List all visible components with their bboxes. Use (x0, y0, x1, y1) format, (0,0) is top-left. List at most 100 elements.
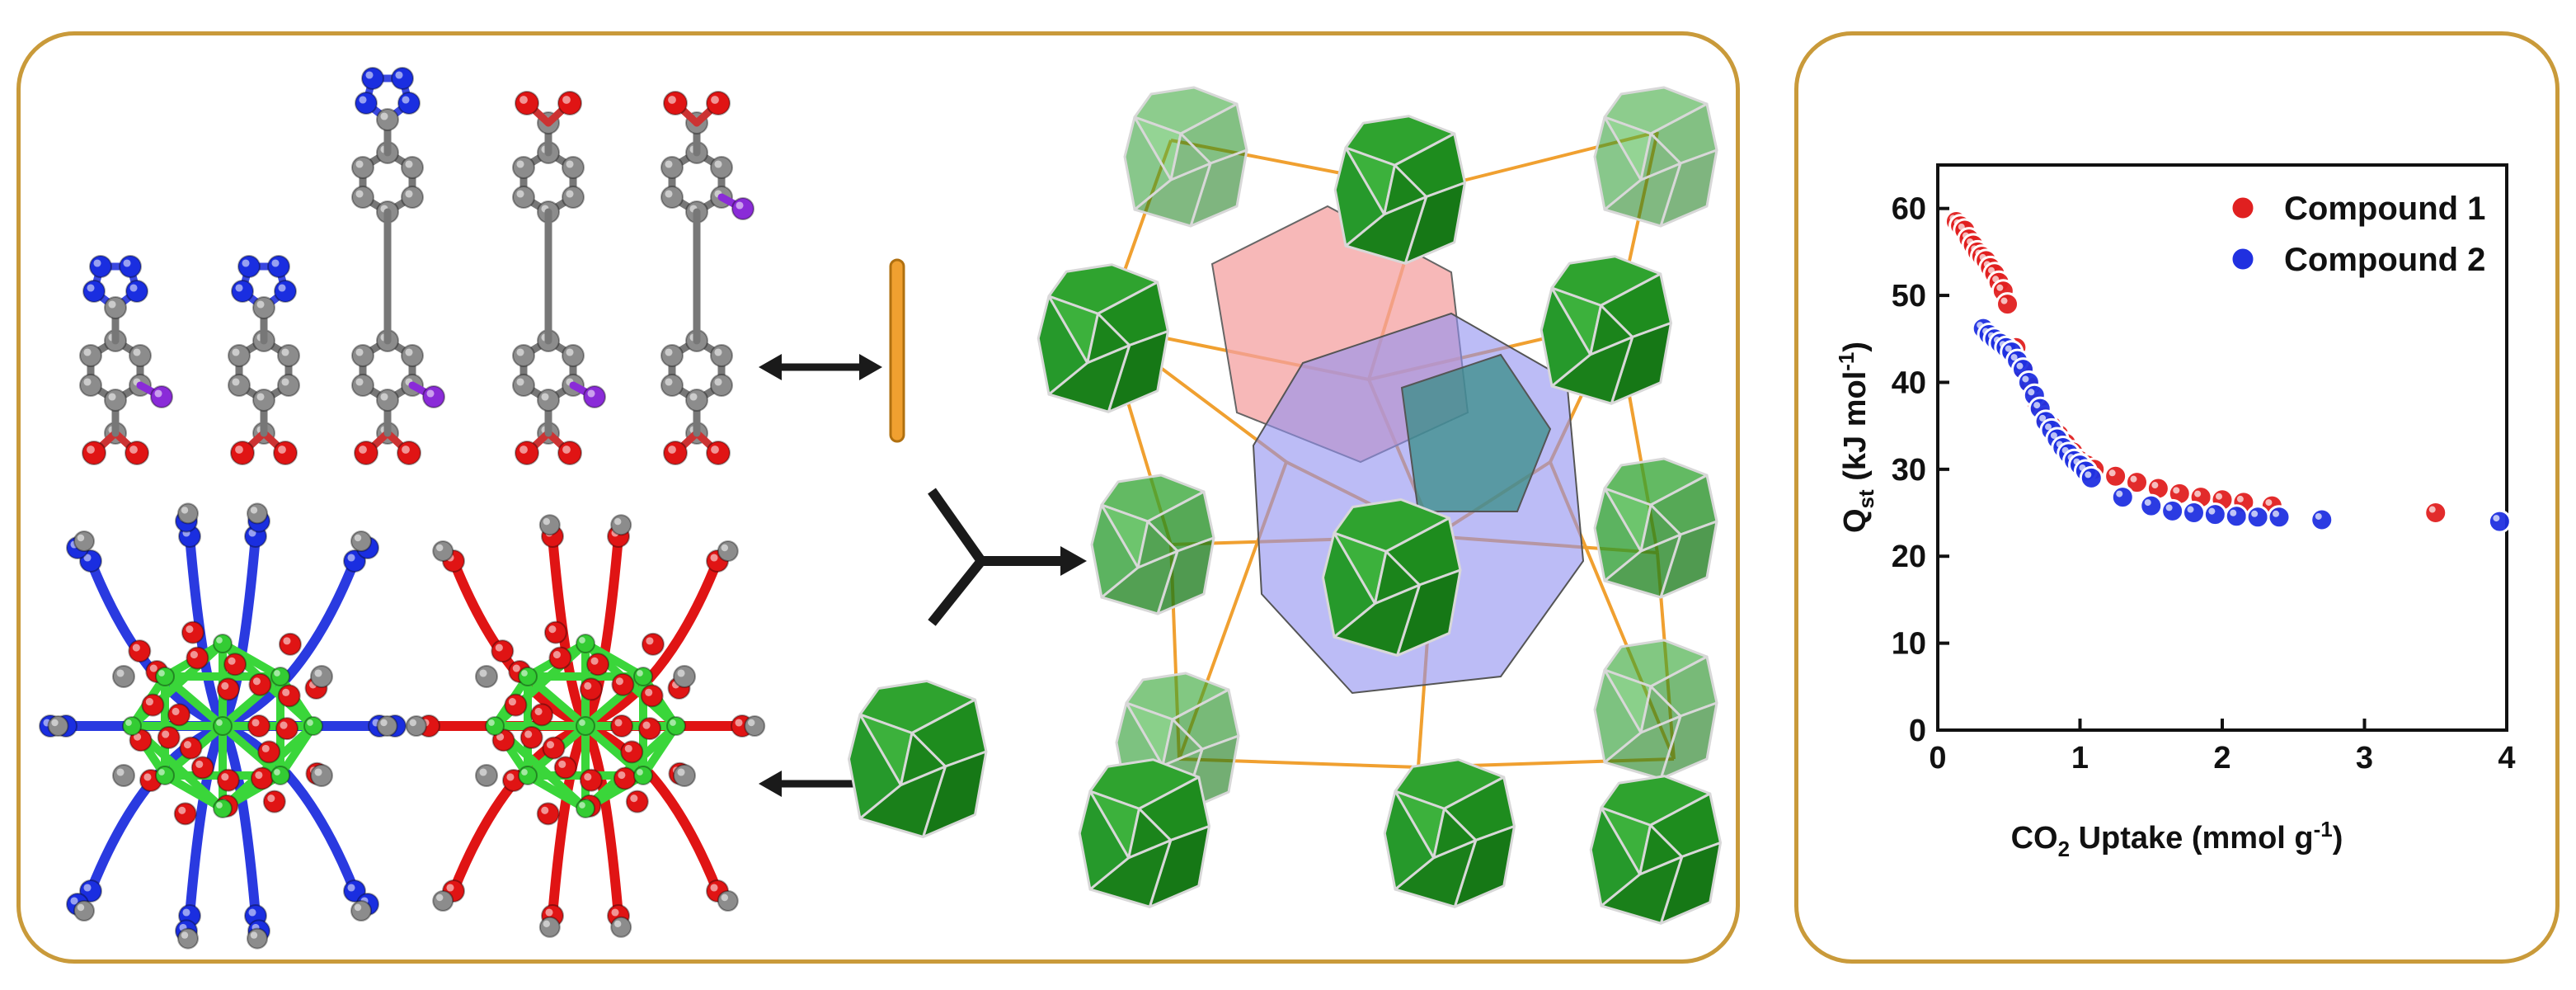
y-tick-label: 10 (1892, 627, 1926, 662)
atom-highlight (129, 284, 138, 292)
linker-rod-icon (889, 258, 905, 443)
atom-highlight (721, 893, 728, 902)
atom-highlight (645, 688, 653, 696)
atom-highlight (614, 719, 623, 727)
data-point-highlight (2273, 510, 2279, 517)
atom-highlight (250, 507, 258, 514)
atom-highlight (93, 259, 101, 267)
cuboctahedron-cluster-icon (1090, 474, 1215, 615)
atom-highlight (395, 71, 403, 79)
atom-highlight (281, 378, 289, 386)
data-point-highlight (2085, 471, 2092, 478)
y-tick-label: 50 (1892, 279, 1926, 314)
atom-highlight (670, 719, 676, 726)
atom-highlight (232, 378, 240, 386)
data-point-highlight (2039, 414, 2047, 422)
polyhedron-face (1127, 807, 1173, 860)
atom-highlight (252, 677, 261, 686)
framework-structure (1037, 86, 1722, 925)
atom-highlight (543, 518, 550, 526)
atom-highlight (519, 96, 528, 104)
atom-highlight (248, 908, 256, 917)
atom-highlight (143, 773, 152, 781)
atom-highlight (70, 897, 78, 905)
cuboctahedron-cluster-icon (1589, 775, 1722, 925)
atom-highlight (181, 931, 189, 939)
cluster-linker-bond (220, 559, 360, 731)
atom-highlight (182, 908, 190, 917)
data-point-highlight (2173, 487, 2180, 494)
atom-highlight (380, 393, 388, 401)
x-axis-label: CO2 Uptake (mmol g-1) (2011, 817, 2343, 861)
atom-highlight (426, 389, 435, 398)
atom-highlight (83, 378, 92, 386)
atom-highlight (77, 903, 85, 912)
chart-points (1944, 210, 2512, 534)
atom-highlight (521, 769, 528, 776)
atom-highlight (271, 259, 280, 267)
atom-highlight (347, 884, 355, 892)
data-point-highlight (2016, 362, 2024, 370)
atom-highlight (365, 71, 374, 79)
x-tick-label: 2 (2213, 741, 2230, 776)
atom-highlight (133, 348, 141, 356)
atom-highlight (280, 721, 288, 729)
data-point-2 (2202, 502, 2227, 527)
atom-highlight (132, 644, 140, 652)
atom-highlight (516, 190, 524, 198)
atom-highlight (710, 554, 718, 562)
atom-highlight (314, 768, 322, 776)
atom-highlight (256, 393, 265, 401)
atom-highlight (516, 160, 524, 168)
atom-highlight (267, 794, 275, 803)
data-point-highlight (2251, 510, 2259, 517)
data-point-highlight (2000, 297, 2008, 304)
atom-highlight (584, 681, 592, 690)
polyhedron-face (1639, 685, 1682, 734)
atom-highlight (307, 719, 313, 726)
polyhedron-face (1383, 163, 1428, 216)
atom-highlight (380, 112, 388, 120)
atom-highlight (274, 769, 280, 776)
atom-highlight (409, 719, 416, 727)
cuboctahedron-cluster-icon (1322, 498, 1462, 657)
data-point-highlight (2165, 504, 2173, 512)
data-point-highlight (2130, 475, 2137, 483)
atom-highlight (221, 681, 229, 690)
y-tick-label: 0 (1909, 714, 1926, 748)
data-point-highlight (2315, 512, 2322, 520)
data-point-2 (2139, 493, 2164, 518)
cuboctahedron-cluster-icon (848, 680, 988, 838)
legend-marker (2230, 195, 2256, 221)
atom-highlight (711, 446, 719, 454)
data-point-highlight (2010, 354, 2018, 361)
atom-highlight (646, 637, 654, 645)
cuboctahedron-cluster-icon (1333, 115, 1466, 265)
atom-highlight (314, 669, 322, 677)
data-point-highlight (2493, 515, 2500, 522)
atom-highlight (354, 534, 362, 542)
atom-highlight (665, 348, 673, 356)
atom-highlight (579, 637, 585, 644)
data-point-2 (2310, 507, 2334, 532)
atom-highlight (108, 393, 116, 401)
atom-highlight (195, 760, 204, 768)
atom-highlight (546, 741, 555, 749)
data-point-highlight (2151, 482, 2159, 489)
atom-highlight (614, 518, 622, 526)
data-point-highlight (2005, 345, 2012, 352)
atom-highlight (77, 534, 85, 542)
x-tick-label: 1 (2071, 741, 2089, 776)
atom-highlight (405, 348, 413, 356)
double-arrow-icon (759, 354, 882, 380)
atom-highlight (235, 446, 243, 454)
atom-highlight (496, 733, 505, 741)
atom-highlight (714, 160, 722, 168)
atom-highlight (519, 446, 528, 454)
data-point-highlight (2194, 490, 2202, 497)
atom-highlight (552, 651, 561, 659)
atom-highlight (558, 760, 566, 768)
atom-highlight (87, 446, 95, 454)
